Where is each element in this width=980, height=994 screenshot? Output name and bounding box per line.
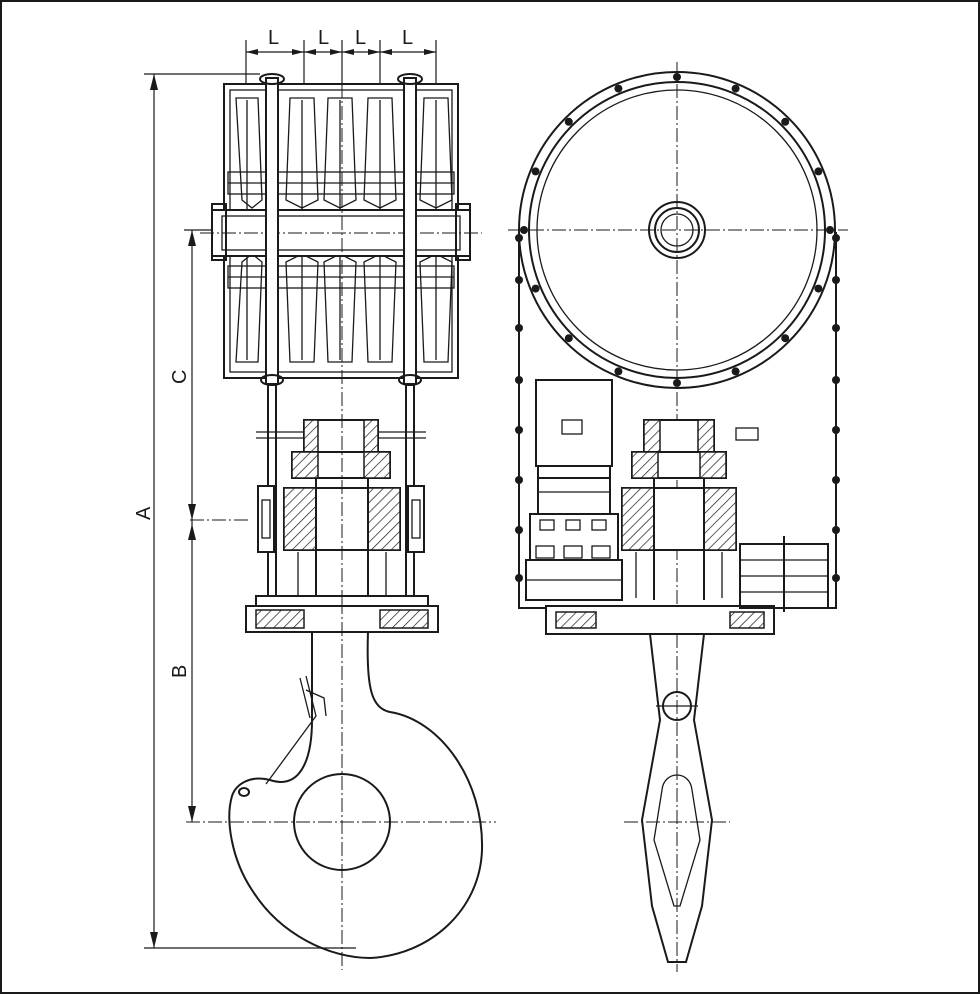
side-plate-bolt	[515, 426, 523, 434]
side-plate-bolt	[515, 526, 523, 534]
dim-label-b: B	[169, 665, 191, 678]
side-plate-bolt	[832, 234, 840, 242]
side-plate-bolts	[515, 234, 840, 582]
side-plate-bolt	[832, 376, 840, 384]
side-plate-bolt	[515, 376, 523, 384]
rim-bolt	[564, 334, 573, 343]
rim-bolt	[781, 117, 790, 126]
side-crosshead	[545, 419, 775, 635]
hook-side	[624, 633, 730, 963]
rim-bolt	[731, 367, 740, 376]
dim-label-l-4: L	[402, 27, 413, 49]
side-plate-bolt	[515, 324, 523, 332]
dim-label-l-2: L	[318, 27, 329, 49]
side-plate-bolt	[832, 276, 840, 284]
hook	[186, 600, 496, 970]
pulley-block	[200, 73, 482, 386]
rim-bolt	[564, 117, 573, 126]
rim-bolt	[673, 379, 681, 387]
rim-bolt	[531, 167, 540, 176]
rim-bolt	[814, 167, 823, 176]
dim-label-l-1: L	[268, 27, 279, 49]
rim-bolt	[614, 367, 623, 376]
side-plate-bolt	[832, 476, 840, 484]
side-plate-bolt	[515, 276, 523, 284]
side-bracket	[739, 536, 829, 612]
rim-bolt	[731, 84, 740, 93]
rim-bolt	[531, 284, 540, 293]
motor	[525, 379, 623, 601]
side-plate-bolt	[515, 574, 523, 582]
side-view	[508, 62, 848, 972]
dimension-lines	[144, 40, 437, 949]
side-plate-bolt	[515, 476, 523, 484]
pulley-rim-bolts	[520, 73, 834, 387]
side-plate-bolt	[515, 234, 523, 242]
rim-bolt	[781, 334, 790, 343]
rim-bolt	[673, 73, 681, 81]
rim-bolt	[826, 226, 834, 234]
rim-bolt	[814, 284, 823, 293]
dim-label-l-3: L	[355, 27, 366, 49]
dim-label-c: C	[169, 370, 191, 384]
front-view: L L L L A C B	[133, 27, 496, 970]
dim-label-a: A	[133, 506, 155, 520]
side-plate-bolt	[832, 426, 840, 434]
side-plate-bolt	[832, 574, 840, 582]
side-plate-bolt	[832, 526, 840, 534]
rim-bolt	[520, 226, 528, 234]
side-plate-bolt	[832, 324, 840, 332]
rim-bolt	[614, 84, 623, 93]
